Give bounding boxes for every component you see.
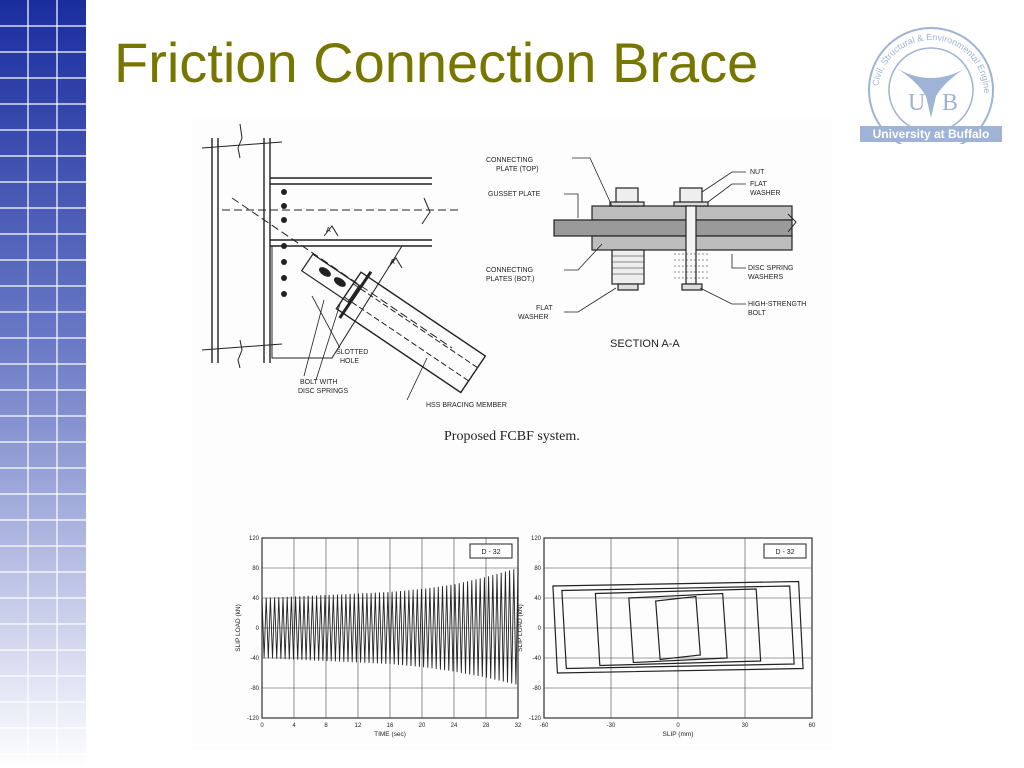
slide-title: Friction Connection Brace bbox=[114, 31, 759, 94]
x-tick-label: 30 bbox=[742, 723, 749, 729]
section-marker-label: A bbox=[326, 227, 331, 234]
university-logo: Civil, Structural & Environmental Engine… bbox=[856, 18, 1002, 144]
y-tick-label: -120 bbox=[247, 716, 260, 722]
x-tick-label: -30 bbox=[607, 723, 616, 729]
label-hs-bolt-2: BOLT bbox=[748, 310, 766, 317]
label-flat-washer-right-2: WASHER bbox=[750, 190, 780, 197]
x-tick-label: -60 bbox=[540, 723, 549, 729]
label-hs-bolt-1: HIGH-STRENGTH bbox=[748, 301, 806, 308]
x-tick-label: 16 bbox=[387, 723, 394, 729]
label-disc-spring-1: DISC SPRING bbox=[748, 265, 794, 272]
bolt-disc-label-2: DISC SPRINGS bbox=[298, 388, 349, 395]
section-aa-labels: CONNECTING PLATE (TOP) GUSSET PLATE CONN… bbox=[486, 157, 806, 350]
y-tick-label: 40 bbox=[534, 596, 541, 602]
x-tick-label: 32 bbox=[515, 723, 522, 729]
x-tick-label: 60 bbox=[809, 723, 816, 729]
y-tick-label: -80 bbox=[250, 686, 259, 692]
series-badge-box bbox=[763, 543, 807, 559]
hysteresis-loop-0 bbox=[655, 595, 701, 661]
y-tick-label: 80 bbox=[534, 566, 541, 572]
slip-load-series bbox=[261, 567, 519, 685]
x-tick-label: 28 bbox=[483, 723, 490, 729]
label-connecting-plates-bot-2: PLATES (BOT.) bbox=[486, 276, 535, 283]
y-tick-label: -40 bbox=[250, 656, 259, 662]
series-badge: D - 32 bbox=[481, 549, 500, 556]
slotted-hole-label-1: SLOTTED bbox=[336, 349, 368, 356]
y-tick-label: 40 bbox=[252, 596, 259, 602]
label-nut: NUT bbox=[750, 169, 765, 176]
bolt-disc-label-1: BOLT WITH bbox=[300, 379, 337, 386]
logo-banner: University at Buffalo bbox=[873, 127, 990, 141]
label-connecting-plate-top-1: CONNECTING bbox=[486, 157, 533, 164]
y-tick-label: -80 bbox=[532, 686, 541, 692]
hysteresis-loop-4 bbox=[552, 580, 804, 674]
label-gusset-plate: GUSSET PLATE bbox=[488, 191, 541, 198]
wing-emblem-icon bbox=[896, 68, 966, 118]
y-axis-label: SLIP LOAD (kN) bbox=[235, 604, 242, 652]
y-tick-label: 120 bbox=[249, 536, 260, 542]
series-badge-box bbox=[469, 543, 513, 559]
series-badge: D - 32 bbox=[775, 549, 794, 556]
label-connecting-plate-top-2: PLATE (TOP) bbox=[496, 166, 539, 173]
y-tick-label: 0 bbox=[538, 626, 542, 632]
x-axis-label: TIME (sec) bbox=[374, 731, 406, 738]
logo-letter-b: B bbox=[942, 90, 958, 116]
hysteresis-loop-2 bbox=[594, 588, 762, 667]
x-tick-label: 4 bbox=[292, 723, 296, 729]
hysteresis-loop-1 bbox=[628, 592, 728, 664]
section-marker-label-2: A bbox=[390, 259, 395, 266]
y-tick-label: 120 bbox=[531, 536, 542, 542]
x-tick-label: 8 bbox=[324, 723, 328, 729]
label-connecting-plates-bot-1: CONNECTING bbox=[486, 267, 533, 274]
x-tick-label: 24 bbox=[451, 723, 458, 729]
label-disc-spring-2: WASHERS bbox=[748, 274, 783, 281]
hysteresis-loop-3 bbox=[561, 585, 795, 670]
x-tick-label: 0 bbox=[260, 723, 264, 729]
hss-label: HSS BRACING MEMBER bbox=[426, 402, 507, 409]
y-tick-label: 80 bbox=[252, 566, 259, 572]
x-tick-label: 20 bbox=[419, 723, 426, 729]
y-axis-label: SLIP LOAD (kN) bbox=[517, 604, 524, 652]
label-flat-washer-left-1: FLAT bbox=[536, 305, 553, 312]
x-axis-label: SLIP (mm) bbox=[663, 731, 694, 738]
connection-elevation bbox=[201, 123, 487, 401]
x-tick-label: 0 bbox=[676, 723, 680, 729]
logo-letter-u: U bbox=[908, 90, 925, 116]
section-aa-detail bbox=[553, 157, 797, 313]
y-tick-label: -40 bbox=[532, 656, 541, 662]
y-tick-label: 0 bbox=[256, 626, 260, 632]
label-flat-washer-right-1: FLAT bbox=[750, 181, 767, 188]
section-aa-title: SECTION A-A bbox=[610, 338, 680, 350]
slotted-hole-label-2: HOLE bbox=[340, 358, 359, 365]
figure-caption: Proposed FCBF system. bbox=[444, 429, 580, 444]
fcbf-figure: A A SLOTTED HOLE BOLT WITH DISC SPRINGS … bbox=[192, 118, 832, 750]
decorative-grid bbox=[0, 0, 86, 768]
x-tick-label: 12 bbox=[355, 723, 362, 729]
label-flat-washer-left-2: WASHER bbox=[518, 314, 548, 321]
y-tick-label: -120 bbox=[529, 716, 542, 722]
